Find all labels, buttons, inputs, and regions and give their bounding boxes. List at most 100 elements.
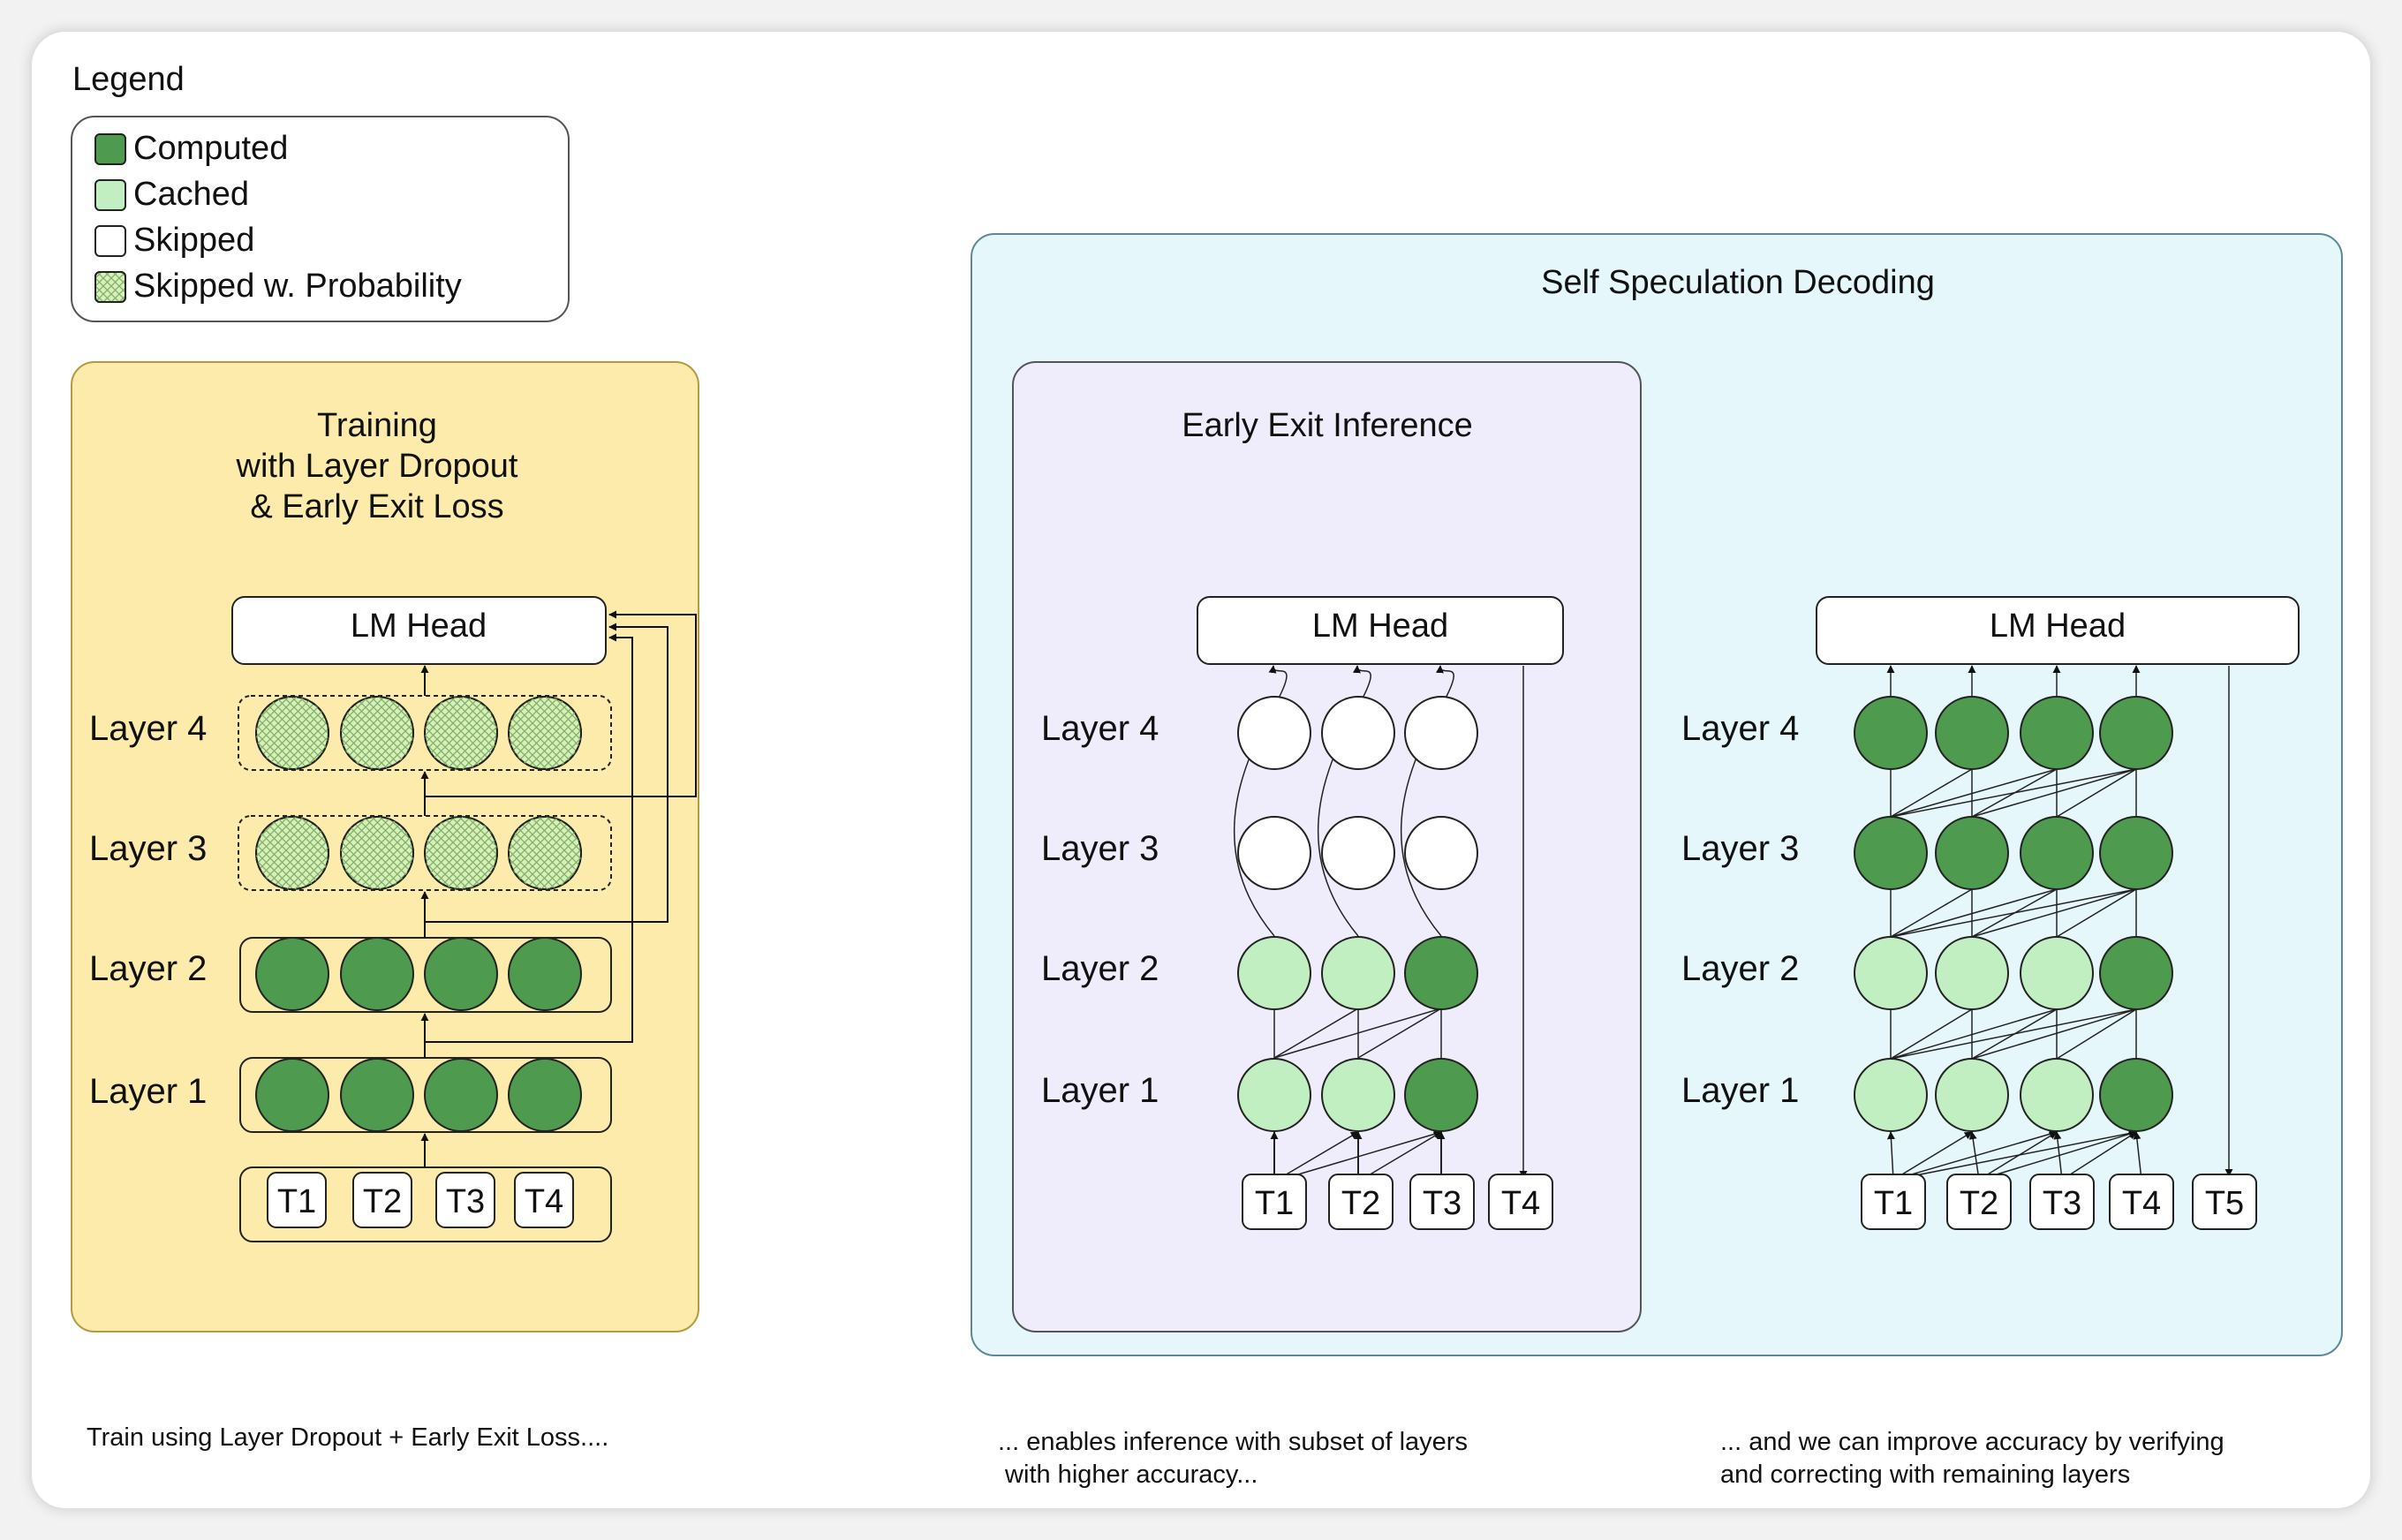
early-exit-layer-1-node-1-cached (1237, 1058, 1311, 1132)
training-layer-1-node-1-computed (255, 1058, 329, 1132)
training-token-2: T2 (363, 1183, 402, 1220)
early-exit-token-1: T1 (1255, 1185, 1294, 1222)
verification-layer-3-node-4-computed (2099, 816, 2173, 890)
verification-token-3: T3 (2043, 1185, 2081, 1222)
legend-swatch-computed (94, 133, 126, 165)
early-exit-layer-2-label: Layer 2 (1041, 949, 1159, 988)
early-exit-token-box-3 (1409, 1174, 1475, 1230)
verification-layer-2-node-2-cached (1935, 936, 2009, 1010)
training-layer-2-node-2-computed (340, 937, 414, 1011)
training-layer-4-label: Layer 4 (89, 709, 207, 748)
early-exit-layer-3-label: Layer 3 (1041, 829, 1159, 868)
verification-layer-1-node-4-computed (2099, 1058, 2173, 1132)
verification-layer-4-node-3-computed (2020, 696, 2094, 770)
training-layer-1-node-2-computed (340, 1058, 414, 1132)
early-exit-tokens: T1 T2 T3 T4 (1242, 1174, 1553, 1230)
verification-lm-head-box (1816, 596, 2300, 665)
verification-layer-4-node-2-computed (1935, 696, 2009, 770)
verification-token-box-3 (2029, 1174, 2095, 1230)
verification-nodes (1854, 696, 2173, 1132)
training-title-line-3: & Early Exit Loss (250, 488, 503, 525)
early-exit-panel: Early Exit Inference LM Head Layer 4 Lay… (1012, 361, 1642, 1332)
early-exit-token-3: T3 (1423, 1185, 1462, 1222)
verification-layer-1-node-2-cached (1935, 1058, 2009, 1132)
early-exit-layer-2-node-2-cached (1321, 936, 1395, 1010)
verification-layer-1-node-1-cached (1854, 1058, 1928, 1132)
training-caption: Train using Layer Dropout + Early Exit L… (87, 1423, 608, 1452)
verification-token-box-4 (2109, 1174, 2174, 1230)
legend-item-skipped-probability: Skipped w. Probability (94, 268, 462, 305)
training-nodes (255, 696, 582, 1132)
training-token-box-1 (267, 1172, 327, 1228)
legend-swatch-skipped (94, 225, 126, 257)
early-exit-token-box-2 (1328, 1174, 1394, 1230)
verification-layer-1-node-3-cached (2020, 1058, 2094, 1132)
training-title-line-1: Training (317, 407, 437, 444)
verification-token-box-5 (2192, 1174, 2257, 1230)
training-layer-4-group (238, 695, 612, 771)
training-layer-3-label: Layer 3 (89, 829, 207, 868)
verification-layer-3-node-3-computed (2020, 816, 2094, 890)
legend-label-skipped: Skipped (133, 222, 254, 259)
early-exit-token-4: T4 (1501, 1185, 1540, 1222)
legend-item-cached: Cached (94, 176, 249, 213)
early-exit-token-box-1 (1242, 1174, 1307, 1230)
speculation-panel: Self Speculation Decoding Early Exit Inf… (971, 233, 2343, 1489)
verification-caption-line-1: ... and we can improve accuracy by verif… (1720, 1428, 2224, 1456)
verification-token-5: T5 (2205, 1185, 2244, 1222)
legend-item-skipped: Skipped (94, 222, 254, 259)
training-layer-2-label: Layer 2 (89, 949, 207, 988)
legend-label-computed: Computed (133, 130, 288, 167)
early-exit-layer-1-node-2-cached (1321, 1058, 1395, 1132)
training-token-box-3 (435, 1172, 495, 1228)
verification-layer-2-node-4-computed (2099, 936, 2173, 1010)
early-exit-layer-2-node-1-cached (1237, 936, 1311, 1010)
verification-layer-3-label: Layer 3 (1681, 829, 1799, 868)
training-token-1: T1 (277, 1183, 316, 1220)
legend-swatch-cached (94, 179, 126, 211)
speculation-title: Self Speculation Decoding (1541, 264, 1935, 301)
verification-layer-2-node-3-cached (2020, 936, 2094, 1010)
training-panel: Training with Layer Dropout & Early Exit… (71, 361, 699, 1452)
early-exit-layer-1-label: Layer 1 (1041, 1071, 1159, 1110)
training-lm-head-box (231, 596, 607, 665)
training-token-box-2 (352, 1172, 412, 1228)
early-exit-layer-4-node-3-skipped (1404, 696, 1478, 770)
verification-layer-4-node-1-computed (1854, 696, 1928, 770)
early-exit-lm-head-box (1197, 596, 1564, 665)
early-exit-token-box-4 (1488, 1174, 1553, 1230)
verification-layer-4-node-4-computed (2099, 696, 2173, 770)
training-layer-3-group (238, 815, 612, 891)
early-exit-layer-3-node-3-skipped (1404, 816, 1478, 890)
verification-token-1: T1 (1874, 1185, 1913, 1222)
verification-layer-1-label: Layer 1 (1681, 1071, 1799, 1110)
legend-item-computed: Computed (94, 130, 288, 167)
verification-lm-head-label: LM Head (1990, 608, 2126, 645)
verification-connectors (1886, 665, 2233, 1181)
training-layer-1-node-3-computed (424, 1058, 498, 1132)
early-exit-layer-4-label: Layer 4 (1041, 709, 1159, 748)
training-connectors (420, 610, 697, 1167)
legend-title: Legend (72, 61, 185, 98)
early-exit-layer-3-node-2-skipped (1321, 816, 1395, 890)
verification-caption-line-2: and correcting with remaining layers (1720, 1461, 2130, 1489)
training-layer-2-node-1-computed (255, 937, 329, 1011)
verification-token-2: T2 (1960, 1185, 1998, 1222)
early-exit-layer-4-node-2-skipped (1321, 696, 1395, 770)
training-lm-head-label: LM Head (351, 608, 487, 645)
verification-layer-4-label: Layer 4 (1681, 709, 1799, 748)
verification-token-box-2 (1946, 1174, 2012, 1230)
training-title-line-2: with Layer Dropout (236, 448, 518, 485)
early-exit-token-2: T2 (1341, 1185, 1380, 1222)
legend-label-cached: Cached (133, 176, 249, 213)
training-token-box-4 (514, 1172, 574, 1228)
early-exit-title: Early Exit Inference (1182, 407, 1472, 444)
early-exit-lm-head-label: LM Head (1312, 608, 1448, 645)
early-exit-layer-4-node-1-skipped (1237, 696, 1311, 770)
legend: Legend Computed Cached Skipped Skipped w… (71, 61, 570, 322)
training-layer-2-node-4-computed (508, 937, 582, 1011)
legend-box (71, 116, 570, 322)
verification-token-4: T4 (2122, 1185, 2161, 1222)
